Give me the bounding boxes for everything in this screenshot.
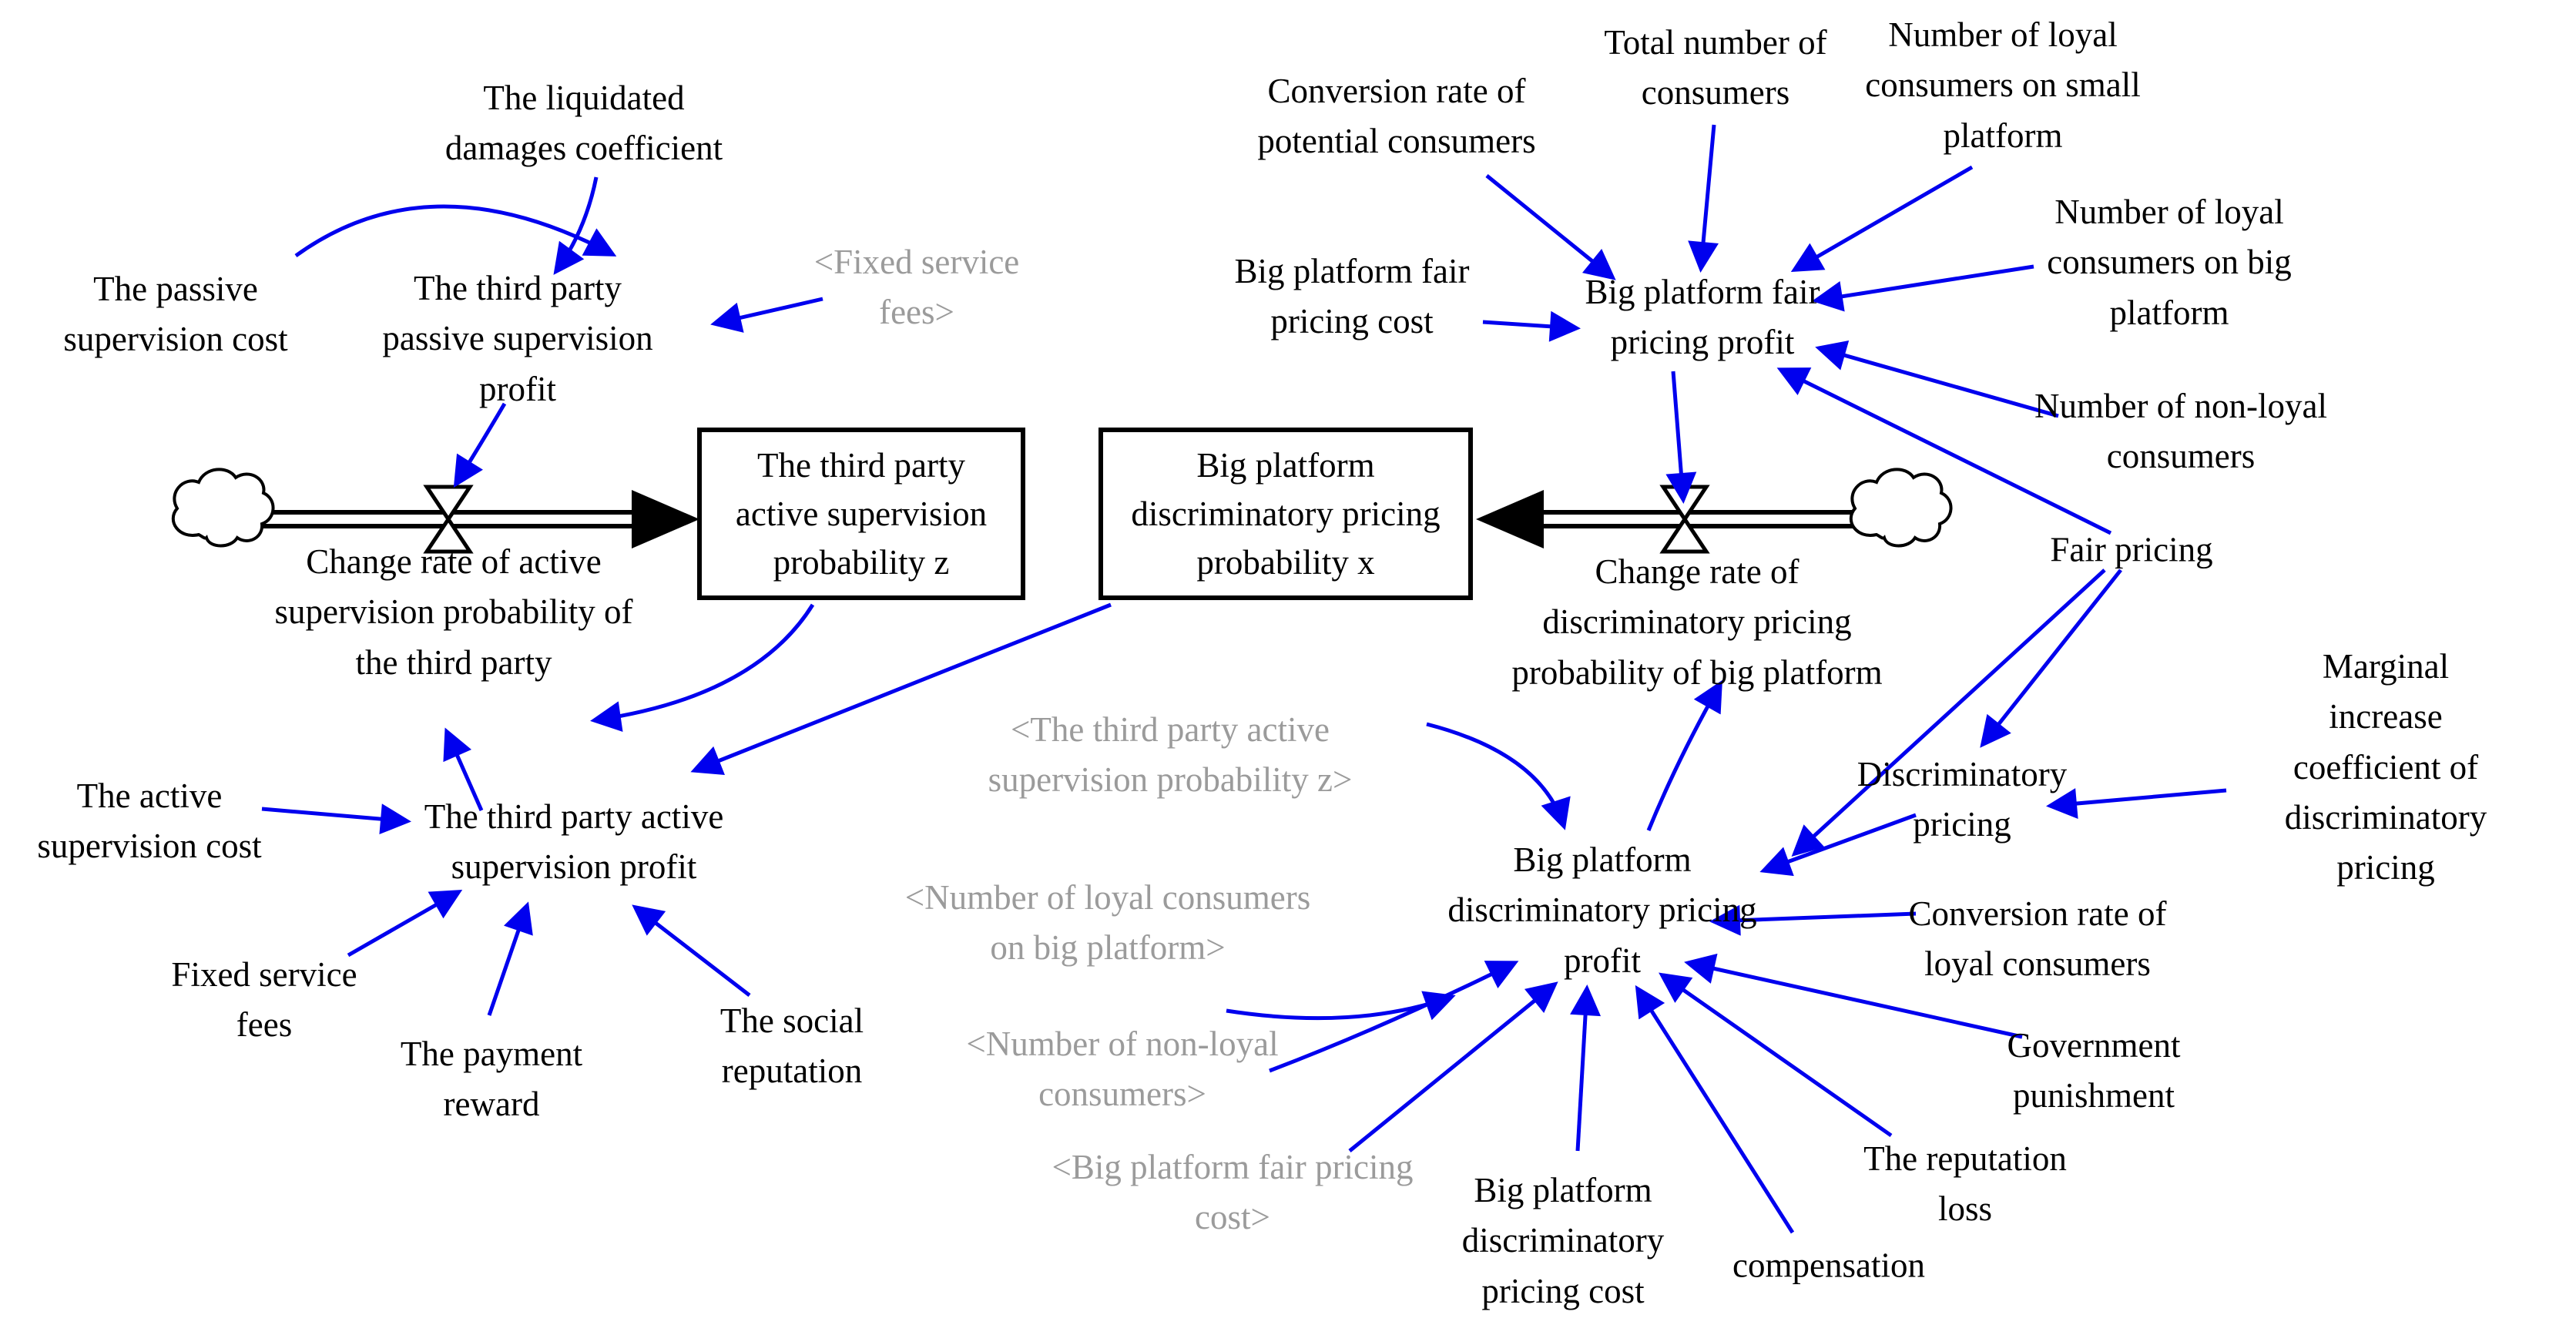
arrow-fair-profit-to-right-valve <box>1665 371 1697 504</box>
arrow-disc-profit-to-change-rate-right <box>1646 679 1722 831</box>
arrow-conv-potential-to-fair-profit <box>1485 174 1616 280</box>
var-total-number-of-consumers[interactable]: Total number of consumers <box>1604 22 1827 112</box>
flow-right-rate[interactable] <box>1476 468 1953 554</box>
arrow-government-punishment-to-disc-profit <box>1684 953 2023 1039</box>
flow-arrowhead-into-stock-x <box>1476 490 1544 548</box>
var-big-platform-fair-pricing-profit[interactable]: Big platform fair pricing profit <box>1585 272 1820 361</box>
arrow-loyal-big-to-fair-profit <box>1812 264 2034 312</box>
arrow-fair-pricing-to-fair-profit <box>1776 367 2112 535</box>
var-big-platform-discriminatory-pricing-profit[interactable]: Big platform discriminatory pricing prof… <box>1447 840 1757 980</box>
arrow-payment-reward-to-active-profit <box>487 901 533 1016</box>
source-cloud-left[interactable] <box>171 468 275 548</box>
arrow-compensation-to-disc-profit <box>1635 985 1795 1234</box>
var-third-party-passive-supervision-profit[interactable]: The third party passive supervision prof… <box>382 269 653 408</box>
var-liquidated-damages-coefficient[interactable]: The liquidated damages coefficient <box>444 78 723 167</box>
arrow-fixed-fees-to-active-profit <box>347 890 463 958</box>
arrow-total-consumers-to-fair-profit <box>1688 124 1719 273</box>
arrow-loyal-small-to-fair-profit <box>1790 165 1974 273</box>
flow-label-change-rate-right[interactable]: Change rate of discriminatory pricing pr… <box>1511 552 1883 692</box>
arrow-social-reputation-to-active-profit <box>632 904 751 997</box>
arrow-stock-z-to-change-rate-left <box>590 603 815 732</box>
arrow-discriminatory-pricing-to-disc-profit <box>1759 813 1917 877</box>
source-cloud-right[interactable] <box>1849 468 1953 548</box>
var-conversion-rate-potential-consumers[interactable]: Conversion rate of potential consumers <box>1257 71 1536 160</box>
arrow-active-cost-to-active-profit <box>261 803 411 835</box>
var-conversion-rate-loyal-consumers[interactable]: Conversion rate of loyal consumers <box>1908 894 2167 983</box>
var-social-reputation[interactable]: The social reputation <box>719 1001 864 1090</box>
var-passive-supervision-cost[interactable]: The passive supervision cost <box>63 269 288 358</box>
shadow-var-loyal-consumers-big-platform[interactable]: <Number of loyal consumers on big platfo… <box>904 877 1311 967</box>
stock-third-party-active-supervision-probability-z[interactable]: The third party active supervision proba… <box>697 428 1025 600</box>
var-big-platform-fair-pricing-cost[interactable]: Big platform fair pricing cost <box>1234 251 1470 340</box>
arrow-fair-cost-to-fair-profit <box>1482 310 1581 342</box>
arrow-fair-pricing-to-disc-profit <box>1791 569 2106 857</box>
var-active-supervision-cost[interactable]: The active supervision cost <box>37 776 262 865</box>
var-loyal-consumers-small-platform[interactable]: Number of loyal consumers on small platf… <box>1865 15 2141 155</box>
var-government-punishment[interactable]: Government punishment <box>2007 1025 2181 1115</box>
arrow-nonloyal-to-fair-profit <box>1815 340 2059 418</box>
var-compensation[interactable]: compensation <box>1732 1246 1925 1285</box>
arrow-active-profit-to-change-rate-left <box>443 727 484 812</box>
arrow-reputation-loss-to-disc-profit <box>1659 972 1893 1138</box>
var-big-platform-discriminatory-pricing-cost[interactable]: Big platform discriminatory pricing cost <box>1461 1171 1665 1310</box>
arrow-fixed-fees-shadow-to-passive-profit <box>710 297 823 333</box>
flow-arrowhead-into-stock-z <box>632 490 699 548</box>
arrow-passive-profit-to-left-valve <box>453 402 507 488</box>
arrow-passive-cost-to-passive-profit <box>294 204 617 258</box>
causal-arrows <box>261 124 2227 1234</box>
arrow-fair-pricing-to-discriminatory-pricing <box>1980 569 2122 748</box>
arrow-liquidated-damages-to-passive-profit <box>553 176 599 275</box>
flow-left-rate[interactable] <box>171 468 699 554</box>
stock-big-platform-discriminatory-pricing-probability-x[interactable]: Big platform discriminatory pricing prob… <box>1098 428 1473 600</box>
var-nonloyal-consumers[interactable]: Number of non-loyal consumers <box>2034 386 2327 475</box>
arrow-fair-cost-shadow-to-disc-profit <box>1348 981 1558 1152</box>
var-marginal-increase-coefficient[interactable]: Marginal increase coefficient of discrim… <box>2284 646 2487 887</box>
arrow-disc-cost-to-disc-profit <box>1570 985 1602 1152</box>
flow-label-change-rate-left[interactable]: Change rate of active supervision probab… <box>274 542 633 682</box>
var-loyal-consumers-big-platform[interactable]: Number of loyal consumers on big platfor… <box>2047 193 2292 332</box>
arrow-third-party-shadow-to-disc-profit <box>1426 722 1571 830</box>
shadow-var-big-platform-fair-pricing-cost[interactable]: <Big platform fair pricing cost> <box>1052 1147 1414 1236</box>
shadow-var-fixed-service-fees[interactable]: <Fixed service fees> <box>813 242 1020 331</box>
var-payment-reward[interactable]: The payment reward <box>400 1034 583 1123</box>
shadow-var-nonloyal-consumers[interactable]: <Number of non-loyal consumers> <box>966 1024 1279 1113</box>
arrow-marginal-coefficient-to-discriminatory-pricing <box>2046 788 2227 819</box>
shadow-var-third-party-active-supervision-probability-z[interactable]: <The third party active supervision prob… <box>988 709 1353 799</box>
var-fair-pricing[interactable]: Fair pricing <box>2050 530 2213 569</box>
arrow-conv-loyal-to-disc-profit <box>1709 904 1917 936</box>
arrow-stock-x-to-active-profit <box>690 602 1112 776</box>
var-third-party-active-supervision-profit[interactable]: The third party active supervision profi… <box>424 797 724 886</box>
var-reputation-loss[interactable]: The reputation loss <box>1863 1139 2067 1228</box>
var-fixed-service-fees[interactable]: Fixed service fees <box>171 954 357 1044</box>
valve-left[interactable] <box>423 485 474 554</box>
arrow-nonloyal-shadow-to-disc-profit <box>1269 961 1519 1073</box>
var-discriminatory-pricing[interactable]: Discriminatory pricing <box>1857 754 2068 844</box>
